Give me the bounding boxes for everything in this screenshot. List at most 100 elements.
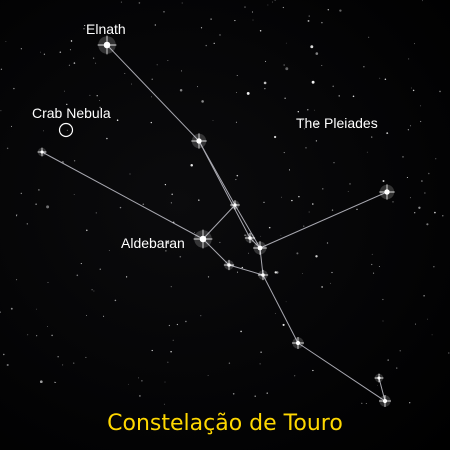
background-star [414,43,415,45]
background-star [207,276,210,278]
background-star [387,359,389,361]
background-star [27,334,29,336]
background-star [116,119,119,121]
constellation-line [202,238,230,266]
background-star [285,301,287,303]
constellation-line [198,140,251,239]
background-star [99,106,101,109]
background-star [99,100,101,101]
background-star [339,9,342,12]
background-star [73,160,76,162]
background-star [53,381,56,383]
background-star [156,64,158,66]
background-star [212,120,214,121]
background-star [408,58,410,60]
crab-nebula-circle [58,122,74,138]
background-star [280,234,282,236]
background-star [371,136,373,138]
background-star [194,232,195,233]
background-star [361,402,363,404]
background-star [371,253,373,255]
background-star [302,273,303,274]
background-star [168,324,171,327]
background-star [16,214,18,216]
background-star [172,339,174,341]
background-star [333,162,335,164]
background-star [283,152,285,154]
background-star [373,272,375,274]
background-star [274,312,276,314]
background-star [73,194,75,196]
background-star [312,369,314,372]
background-star [244,6,246,8]
background-star [167,361,169,363]
background-star [165,250,167,252]
background-star [219,241,221,243]
background-star [327,8,330,11]
background-star [124,73,126,75]
background-star [190,163,193,167]
background-star [251,11,253,13]
background-star [315,255,318,258]
constellation-line [228,264,264,276]
background-star [86,229,88,232]
background-star [0,68,3,70]
background-star [42,115,43,117]
background-star [235,121,237,123]
background-star [76,274,79,277]
background-star [307,19,310,22]
background-star [263,81,267,85]
background-star [232,393,235,395]
star-low [292,337,304,349]
background-star [421,180,423,182]
background-star [96,95,98,97]
background-star [366,151,368,153]
background-star [282,6,285,9]
background-star [274,0,276,1]
background-star [180,70,182,72]
background-star [315,122,319,126]
background-star [273,135,277,139]
background-star [241,266,244,269]
background-star [321,286,323,288]
background-star [57,356,59,358]
background-star [365,403,367,405]
background-star [181,2,183,4]
background-star [442,215,444,217]
background-star [70,40,73,42]
background-star [409,125,412,127]
background-star [47,326,48,327]
background-star [265,60,267,62]
background-star [0,311,1,313]
background-star [288,169,291,171]
background-star [69,49,71,51]
background-star [410,87,412,89]
background-star [308,211,310,213]
background-star [303,225,305,227]
background-star [164,183,167,186]
background-star [428,172,430,175]
star-bot [379,395,391,407]
background-star [128,383,129,385]
background-star [43,130,44,132]
background-star [170,202,172,204]
background-star [84,25,86,27]
background-star [20,192,22,195]
background-star [284,97,286,99]
background-star [185,320,187,323]
background-star [163,403,165,405]
background-star [138,2,141,4]
constellation-caption: Constelação de Touro [107,411,343,436]
background-star [392,201,394,203]
star-right [379,184,395,200]
background-star [435,158,437,160]
background-star [371,263,373,266]
background-star [176,323,179,326]
background-star [108,249,110,251]
background-star [291,199,293,202]
background-star [384,78,387,81]
background-star [285,67,289,71]
background-star [294,375,296,377]
background-star [213,42,215,44]
